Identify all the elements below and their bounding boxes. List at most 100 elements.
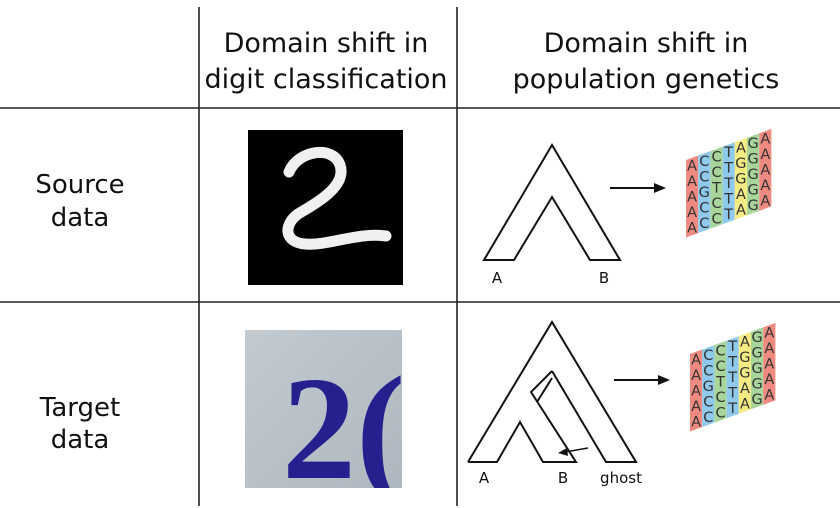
target-alignment-base: A [764, 357, 774, 373]
target-alignment-base: G [703, 379, 714, 395]
target-alignment-base: T [727, 401, 737, 417]
column-header-digit-line2: digit classification [204, 64, 447, 95]
source-alignment-base: T [723, 191, 733, 207]
source-alignment-column-5 [747, 133, 760, 216]
svhn-background [245, 330, 402, 488]
row-label-target-line1: Target [39, 393, 120, 423]
target-alignment-column-0 [690, 349, 703, 432]
column-header-digit: Domain shift in digit classification [204, 28, 447, 95]
target-alignment-base: C [703, 394, 713, 410]
target-alignment-base: A [764, 326, 774, 342]
source-tree-label-a: A [492, 269, 503, 287]
target-alignment-base: A [764, 388, 774, 404]
target-alignment-base: T [727, 385, 737, 401]
source-alignment-base: A [687, 189, 697, 205]
source-alignment-base: A [687, 205, 697, 221]
target-tree-label-b: B [558, 469, 568, 487]
source-alignment-base: A [760, 147, 770, 163]
target-alignment-base: A [740, 397, 750, 413]
source-alignment-base: C [699, 169, 709, 185]
target-alignment-base: G [751, 330, 762, 346]
target-alignment-base: C [715, 405, 725, 421]
target-alignment-base: C [703, 348, 713, 364]
target-alignment-base: G [751, 361, 762, 377]
source-alignment-base: A [760, 132, 770, 148]
target-tree [467, 320, 638, 463]
mnist-digit-stroke [282, 146, 392, 250]
target-alignment-base: A [691, 399, 701, 415]
row-label-source-line1: Source [35, 170, 124, 200]
source-alignment-base: C [711, 211, 721, 227]
source-alignment-base: T [723, 176, 733, 192]
source-tree-outline [482, 143, 622, 261]
target-alignment-base: A [740, 335, 750, 351]
source-alignment-base: G [747, 183, 758, 199]
target-alignment-base: A [764, 372, 774, 388]
source-arrow [610, 183, 666, 193]
target-tree-outline-shape [468, 322, 636, 462]
target-alignment-base: A [691, 368, 701, 384]
source-alignment-base: C [699, 216, 709, 232]
column-header-genetics-line1: Domain shift in [544, 28, 749, 59]
row-label-target-line2: data [51, 425, 110, 455]
row-label-source: Source data [35, 170, 124, 233]
row-label-target: Target data [39, 393, 120, 455]
target-tree-outer-path [467, 320, 638, 463]
target-alignment-base: A [740, 381, 750, 397]
source-alignment-base: G [735, 156, 746, 172]
target-alignment-base: G [739, 350, 750, 366]
source-alignment-base: G [747, 152, 758, 168]
source-alignment-base: A [736, 141, 746, 157]
target-alignment-column-1 [702, 345, 715, 428]
target-alignment-base: G [751, 392, 762, 408]
source-alignment-base: C [699, 200, 709, 216]
target-alignment-base: C [703, 410, 713, 426]
source-alignment-base: C [711, 149, 721, 165]
source-alignment-base: T [711, 180, 721, 196]
target-alignment-base: A [764, 341, 774, 357]
target-tree-ghost-branch [536, 377, 553, 403]
source-alignment-column-3 [722, 142, 735, 225]
source-alignment-column-6 [759, 128, 772, 211]
target-alignment-base: A [691, 352, 701, 368]
target-alignment-base: A [691, 414, 701, 430]
target-alignment-base: C [715, 359, 725, 375]
source-alignment-column-1 [698, 151, 711, 234]
source-alignment-base: A [760, 178, 770, 194]
source-alignment-base: C [711, 165, 721, 181]
target-alignment-base: G [751, 346, 762, 362]
source-alignment-base: G [747, 198, 758, 214]
source-alignment-base: T [723, 160, 733, 176]
target-alignment-base: C [715, 343, 725, 359]
row-label-source-line2: data [51, 203, 110, 233]
source-alignment-base: A [687, 220, 697, 236]
source-alignment-base: A [736, 203, 746, 219]
source-tree [482, 143, 622, 261]
target-alignment-column-5 [751, 327, 764, 410]
source-alignment-base: G [735, 172, 746, 188]
source-alignment-base: C [699, 154, 709, 170]
svhn-digits-image: 2( [245, 330, 405, 508]
target-alignment-base: A [691, 383, 701, 399]
source-alignment-column-2 [710, 146, 723, 229]
source-alignment-base: T [723, 207, 733, 223]
source-tree-label-b: B [599, 269, 609, 287]
column-header-genetics: Domain shift in population genetics [513, 28, 780, 95]
target-alignment-base: C [715, 390, 725, 406]
target-alignment-base: T [715, 374, 725, 390]
source-alignment-base: G [747, 136, 758, 152]
target-tree-label-ghost: ghost [600, 469, 642, 487]
source-alignment-column-4 [734, 137, 747, 220]
source-alignment-base: A [687, 158, 697, 174]
target-alignment-column-4 [738, 331, 751, 414]
source-alignment-base: A [760, 194, 770, 210]
column-header-digit-line1: Domain shift in [224, 28, 429, 59]
source-alignment-base: T [723, 145, 733, 161]
target-alignment-base: T [727, 354, 737, 370]
svhn-digit-text: 2( [282, 347, 405, 508]
table-grid [0, 7, 840, 506]
target-alignment-base: G [739, 366, 750, 382]
target-alignment-base: G [751, 377, 762, 393]
